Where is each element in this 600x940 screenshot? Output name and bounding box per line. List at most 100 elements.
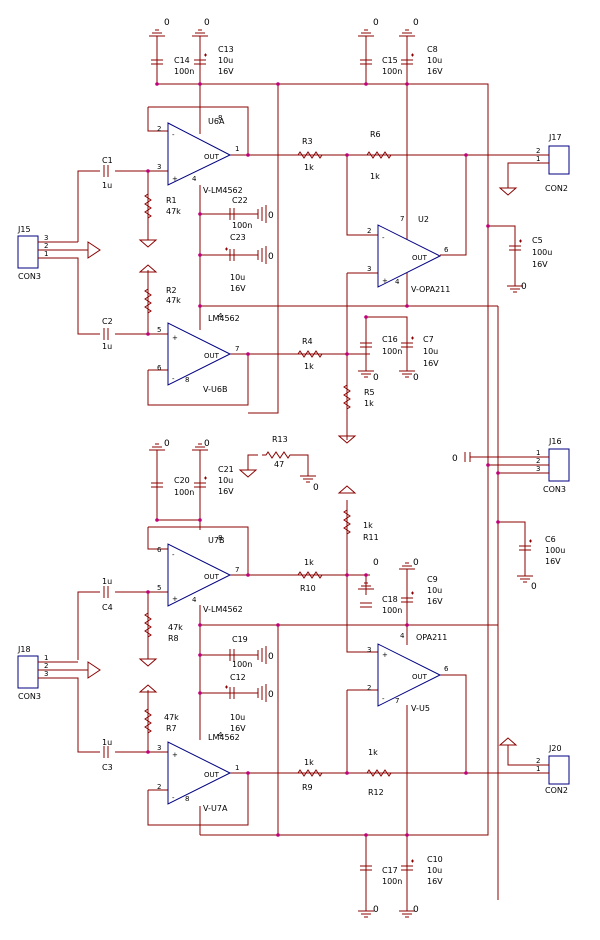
- c22-ground-zero: 0: [268, 211, 274, 221]
- c15-ground-icon: [358, 29, 374, 42]
- u6a-pin-vm: 4: [192, 175, 197, 183]
- capacitor-c22: [229, 208, 235, 220]
- capacitor-c1: [103, 165, 109, 177]
- c5-volt: 16V: [532, 260, 548, 269]
- c8-volt: 16V: [427, 67, 443, 76]
- c13-ground-icon: [192, 29, 208, 42]
- c20-ground-icon: [149, 443, 165, 456]
- r1-ground-triangle-icon: [138, 236, 158, 248]
- r12-value: 1k: [368, 748, 378, 757]
- gnd0-c21: 0: [204, 439, 210, 449]
- u7b-pin-out: 7: [235, 566, 239, 574]
- j16-ground: 0: [452, 452, 478, 464]
- opamp-u7a: + - OUT 3 2 1 4 8 LM4562 V- U7A: [157, 731, 240, 813]
- j20-p1: 1: [536, 765, 540, 773]
- u2-pin-neg: 2: [367, 227, 371, 235]
- gnd0-c17: 0: [373, 905, 379, 915]
- u2-pin-out: 6: [444, 246, 449, 254]
- resistor-r13: [262, 451, 294, 459]
- r2-value: 47k: [166, 296, 181, 305]
- c21-value: 10u: [218, 476, 233, 485]
- u6a-pin-vp: 8: [218, 114, 222, 122]
- capacitor-c5: [509, 245, 521, 251]
- r3-ref: R3: [302, 137, 313, 146]
- capacitor-c21: [194, 482, 206, 488]
- c17-ground-icon: [358, 905, 374, 918]
- u6b-inneg: -: [172, 375, 175, 383]
- c23-volt: 16V: [230, 284, 246, 293]
- c10-value: 10u: [427, 866, 442, 875]
- capacitor-c13: [194, 59, 206, 65]
- capacitor-c18: [360, 602, 372, 608]
- resistor-r3: [294, 151, 326, 159]
- gnd0-c13: 0: [204, 18, 210, 28]
- j15-p3: 3: [44, 234, 48, 242]
- c2-value: 1u: [102, 342, 112, 351]
- ground-symbols: [138, 29, 533, 918]
- c6-value: 100u: [545, 546, 565, 555]
- c10-ref: C10: [427, 855, 443, 864]
- c5-value: 100u: [532, 248, 552, 257]
- c19-ref: C19: [232, 635, 248, 644]
- u6a-pin-pos: 3: [157, 163, 161, 171]
- u6a-pin-out: 1: [235, 145, 239, 153]
- j16-body: [548, 448, 570, 482]
- u2-pin-vm: 4: [395, 278, 400, 286]
- capacitor-c8-polarity: [411, 53, 414, 57]
- c22-ref: C22: [232, 196, 248, 205]
- c8-value: 10u: [427, 56, 442, 65]
- opamp-u6b: + - OUT 5 6 7 4 8 LM4562 V- U6B: [157, 312, 240, 394]
- u2-part: OPA211: [419, 285, 450, 294]
- c5-ref: C5: [532, 236, 543, 245]
- u7b-inneg: -: [172, 551, 175, 559]
- c19-value: 100n: [232, 660, 252, 669]
- u7a-pin-vp: 4: [218, 731, 223, 739]
- u2-pin-vp: 7: [400, 215, 404, 223]
- resistor-r9: [294, 769, 326, 777]
- r7-value: 47k: [164, 713, 179, 722]
- c6-ref: C6: [545, 535, 556, 544]
- gnd0-c20: 0: [164, 439, 170, 449]
- j18-part: CON3: [18, 692, 41, 701]
- c16-value: 100n: [382, 347, 402, 356]
- j17-ground-triangle-icon: [498, 184, 518, 196]
- j17-part: CON2: [545, 184, 568, 193]
- opamp-u2: - + OUT 2 3 6 7 4 U2 V- OPA211: [367, 215, 450, 294]
- j20-p2: 2: [536, 757, 540, 765]
- u7a-inneg: -: [172, 794, 175, 802]
- gnd0-c6: 0: [531, 582, 537, 592]
- j20-top-triangle-icon: [498, 737, 518, 746]
- c2-ref: C2: [102, 317, 113, 326]
- gnd0-c14: 0: [164, 18, 170, 28]
- r2-top-triangle-icon: [138, 264, 158, 273]
- r2-ref: R2: [166, 286, 177, 295]
- j15-p2: 2: [44, 242, 48, 250]
- resistor-r5: [343, 381, 351, 413]
- c16-ref: C16: [382, 335, 398, 344]
- u7b-vminus: V-: [203, 605, 211, 614]
- r5-ref: R5: [364, 388, 375, 397]
- c5-ground-icon: [507, 280, 523, 293]
- u7a-inpos: +: [172, 751, 178, 759]
- c7-volt: 16V: [423, 359, 439, 368]
- capacitor-c16: [360, 342, 372, 348]
- j18-p3: 3: [44, 670, 48, 678]
- resistor-r1: [144, 190, 152, 222]
- c20-ref: C20: [174, 476, 190, 485]
- r6-value: 1k: [370, 172, 380, 181]
- c17-value: 100n: [382, 877, 402, 886]
- j16-part: CON3: [543, 485, 566, 494]
- capacitor-c4: [103, 586, 109, 598]
- u6a-ref: U6A: [208, 117, 225, 126]
- c15-ref: C15: [382, 56, 398, 65]
- r5-ground-triangle-icon: [337, 432, 357, 444]
- u7a-pin-vm: 8: [185, 795, 189, 803]
- r4-ref: R4: [302, 337, 313, 346]
- u5-pin-vm: 7: [395, 697, 399, 705]
- u5-inneg: -: [382, 695, 385, 703]
- u7a-pin-pos: 3: [157, 744, 161, 752]
- c10-ground-icon: [399, 905, 415, 918]
- c14-ground-icon: [149, 29, 165, 42]
- u7b-pin-vm: 4: [192, 596, 197, 604]
